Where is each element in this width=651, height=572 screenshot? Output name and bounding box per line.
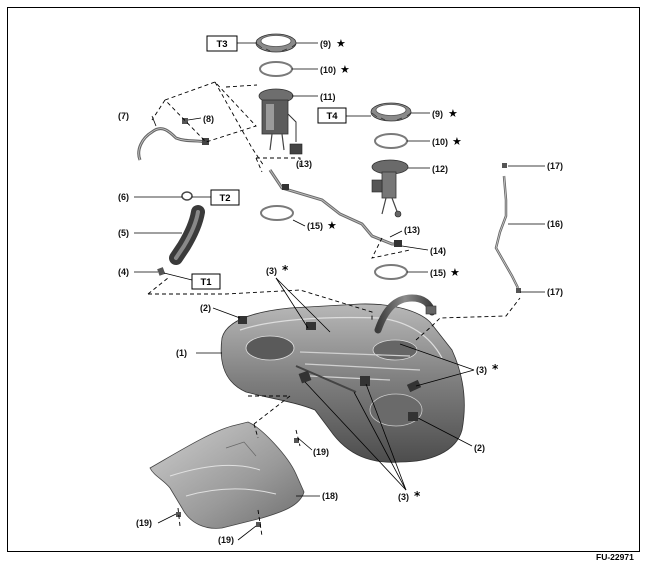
callout-8: (8) bbox=[203, 114, 214, 124]
tube-clip-14 bbox=[394, 240, 402, 247]
fuel-sub-meter-unit bbox=[371, 159, 409, 218]
callout-4: (4) bbox=[118, 267, 129, 277]
lock-ring-9-upper bbox=[255, 33, 297, 53]
asterisk-mark: * bbox=[492, 362, 499, 376]
leader-lines bbox=[134, 42, 545, 541]
star-mark: ★ bbox=[340, 63, 350, 76]
asterisk-mark: * bbox=[414, 489, 421, 503]
fuel-tank bbox=[220, 294, 465, 463]
callout-9-upper: (9) bbox=[320, 39, 331, 49]
lock-ring-9-lower bbox=[370, 102, 412, 122]
gasket-10-lower bbox=[374, 133, 408, 149]
callout-6: (6) bbox=[118, 192, 129, 202]
star-mark: ★ bbox=[450, 266, 460, 279]
callout-9-lower: (9) bbox=[432, 109, 443, 119]
fuel-pump-assembly bbox=[258, 88, 303, 155]
callout-10-lower: (10) bbox=[432, 137, 448, 147]
callout-3-top: (3) bbox=[266, 266, 277, 276]
callout-17-upper: (17) bbox=[547, 161, 563, 171]
tank-bolt-lower-right bbox=[408, 412, 418, 421]
callout-15-upper: (15) bbox=[307, 221, 323, 231]
evaporation-hose-7 bbox=[137, 127, 209, 161]
clip-8 bbox=[182, 118, 188, 124]
filler-hose-5 bbox=[169, 205, 205, 265]
assembly-guide-lines bbox=[147, 81, 521, 537]
callout-3-bottom: (3) bbox=[398, 492, 409, 502]
heat-shield bbox=[149, 421, 305, 529]
tank-bolt-upper-left bbox=[238, 316, 247, 324]
star-mark: ★ bbox=[452, 135, 462, 148]
callout-5: (5) bbox=[118, 228, 129, 238]
gasket-15-lower bbox=[374, 264, 408, 280]
callout-18: (18) bbox=[322, 491, 338, 501]
torque-box-t3: T3 bbox=[206, 35, 238, 52]
evaporation-hose-16 bbox=[494, 175, 520, 289]
svg-text:T2: T2 bbox=[219, 193, 230, 204]
callout-19-bottom: (19) bbox=[218, 535, 234, 545]
callout-2-upper: (2) bbox=[200, 303, 211, 313]
callout-16: (16) bbox=[547, 219, 563, 229]
torque-box-t4: T4 bbox=[317, 107, 347, 124]
clip-19-bottom bbox=[256, 522, 261, 527]
callout-10-upper: (10) bbox=[320, 65, 336, 75]
callout-13-upper: (13) bbox=[296, 159, 312, 169]
asterisk-mark: * bbox=[282, 263, 289, 277]
callout-12: (12) bbox=[432, 164, 448, 174]
callout-19-left: (19) bbox=[136, 518, 152, 528]
star-mark: ★ bbox=[327, 219, 337, 232]
clamp-4 bbox=[157, 267, 166, 276]
clip-17-upper bbox=[502, 163, 507, 168]
svg-text:T3: T3 bbox=[216, 39, 227, 50]
callout-11: (11) bbox=[320, 92, 336, 102]
callout-7: (7) bbox=[118, 111, 129, 121]
callout-14: (14) bbox=[430, 246, 446, 256]
star-mark: ★ bbox=[448, 107, 458, 120]
torque-box-t2: T2 bbox=[210, 189, 240, 206]
clip-17-lower bbox=[516, 288, 521, 293]
torque-box-t1: T1 bbox=[191, 273, 221, 290]
diagram-frame bbox=[7, 7, 640, 552]
svg-text:T1: T1 bbox=[200, 277, 212, 288]
callout-2-lower: (2) bbox=[474, 443, 485, 453]
callout-13-lower: (13) bbox=[404, 225, 420, 235]
clamp-6 bbox=[181, 191, 193, 201]
star-mark: ★ bbox=[336, 37, 346, 50]
callout-3-right: (3) bbox=[476, 365, 487, 375]
clip-19-left bbox=[176, 512, 181, 517]
callout-15-lower: (15) bbox=[430, 268, 446, 278]
gasket-15-upper bbox=[260, 205, 294, 221]
callout-19-right: (19) bbox=[313, 447, 329, 457]
gasket-10-upper bbox=[259, 61, 293, 77]
svg-text:T4: T4 bbox=[326, 111, 338, 122]
figure-reference-code: FU-22971 bbox=[596, 552, 634, 562]
clip-19-right bbox=[294, 438, 299, 443]
callout-17-lower: (17) bbox=[547, 287, 563, 297]
callout-1: (1) bbox=[176, 348, 187, 358]
